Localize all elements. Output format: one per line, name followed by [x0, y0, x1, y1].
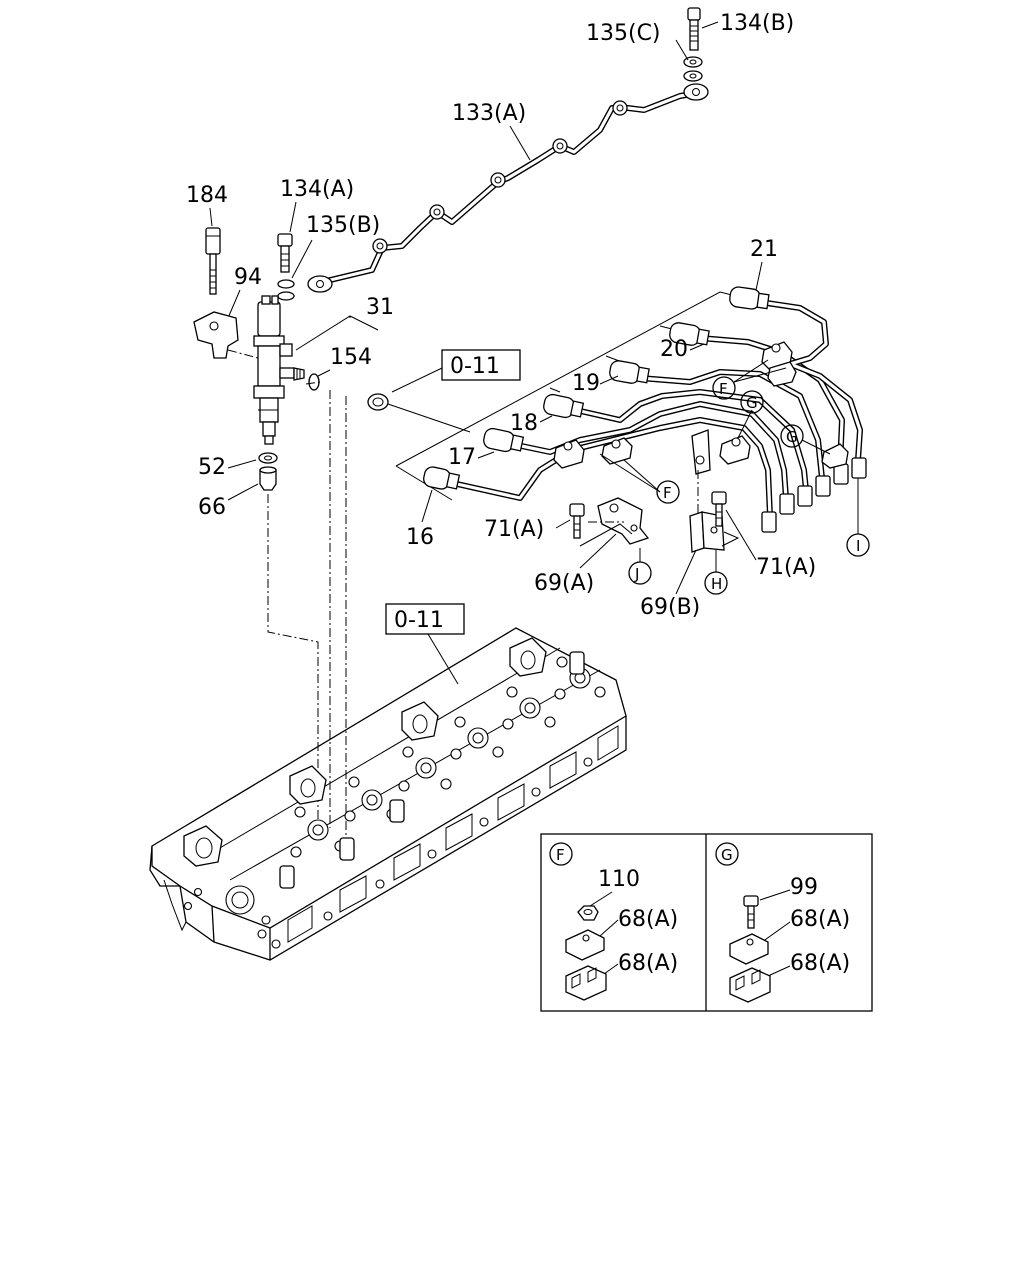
- reference-upper-label: 0-11: [450, 354, 500, 379]
- callout-69a: 69(A): [534, 571, 594, 596]
- callout-52: 52: [198, 455, 226, 480]
- sleeve-66: [259, 466, 277, 491]
- callout-134b: 134(B): [720, 11, 794, 36]
- panel-g-letter: G: [721, 846, 733, 864]
- callout-31: 31: [366, 295, 394, 320]
- gasket-52: [258, 452, 278, 464]
- circled-letter-i: I: [846, 478, 870, 557]
- banjo-bolt-134b: [675, 7, 719, 82]
- circled-letter-h: H: [704, 550, 728, 595]
- svg-text:F: F: [719, 380, 728, 398]
- pipe-clamps: [553, 341, 849, 475]
- detail-panel-f: F 110 68(A) 68(A): [549, 842, 678, 1001]
- panel-g-label-99: 99: [790, 875, 818, 900]
- svg-text:F: F: [663, 484, 672, 502]
- banjo-bolt-134a: [277, 233, 293, 273]
- circled-letter-f-upper: F: [712, 359, 787, 400]
- reference-box-upper: [441, 349, 521, 381]
- leak-off-pipe-133a: [307, 83, 709, 293]
- stud-184: [205, 227, 221, 295]
- callout-154: 154: [330, 345, 372, 370]
- svg-text:I: I: [856, 537, 860, 555]
- injection-pipes: [423, 286, 867, 533]
- svg-text:G: G: [746, 394, 758, 412]
- detail-panel-g: G 99 68(A) 68(A): [715, 842, 850, 1003]
- callout-133a: 133(A): [452, 101, 526, 126]
- injector-clamp-94: [193, 311, 239, 359]
- callout-18: 18: [510, 411, 538, 436]
- reference-box-lower: [385, 603, 465, 635]
- panel-f-label-68a-1: 68(A): [618, 907, 678, 932]
- reference-lower-label: 0-11: [394, 608, 444, 633]
- callout-69b: 69(B): [640, 595, 700, 620]
- svg-text:J: J: [634, 565, 639, 583]
- callout-17: 17: [448, 445, 476, 470]
- callout-94: 94: [234, 265, 262, 290]
- callout-66: 66: [198, 495, 226, 520]
- circled-letter-j: J: [628, 548, 652, 585]
- panel-g-label-68a-2: 68(A): [790, 951, 850, 976]
- panel-f-letter: F: [556, 846, 565, 864]
- svg-text:H: H: [711, 575, 722, 593]
- callout-19: 19: [572, 371, 600, 396]
- panel-f-label-110: 110: [598, 867, 640, 892]
- cylinder-head: [149, 627, 627, 961]
- bolt-71a-right: [711, 491, 727, 527]
- bolt-71a-left: [569, 503, 585, 539]
- bracket-69a: [597, 497, 650, 545]
- o-ring-154: [308, 373, 320, 391]
- callout-71a-left: 71(A): [484, 517, 544, 542]
- circled-letter-f-lower: F: [599, 453, 680, 504]
- callout-135c: 135(C): [586, 21, 661, 46]
- callout-21: 21: [750, 237, 778, 262]
- fuel-injector-31: [253, 295, 305, 445]
- panel-g-label-68a-1: 68(A): [790, 907, 850, 932]
- callout-135b: 135(B): [306, 213, 380, 238]
- callout-71a-right: 71(A): [756, 555, 816, 580]
- circled-letter-g-upper: G: [737, 390, 764, 439]
- washers-135b: [277, 279, 295, 301]
- svg-text:G: G: [786, 428, 798, 446]
- callout-184: 184: [186, 183, 228, 208]
- callout-20: 20: [660, 337, 688, 362]
- circled-letter-g-right: G: [780, 424, 831, 455]
- callout-134a: 134(A): [280, 177, 354, 202]
- seal-ring: [367, 393, 389, 411]
- callout-16: 16: [406, 525, 434, 550]
- panel-f-label-68a-2: 68(A): [618, 951, 678, 976]
